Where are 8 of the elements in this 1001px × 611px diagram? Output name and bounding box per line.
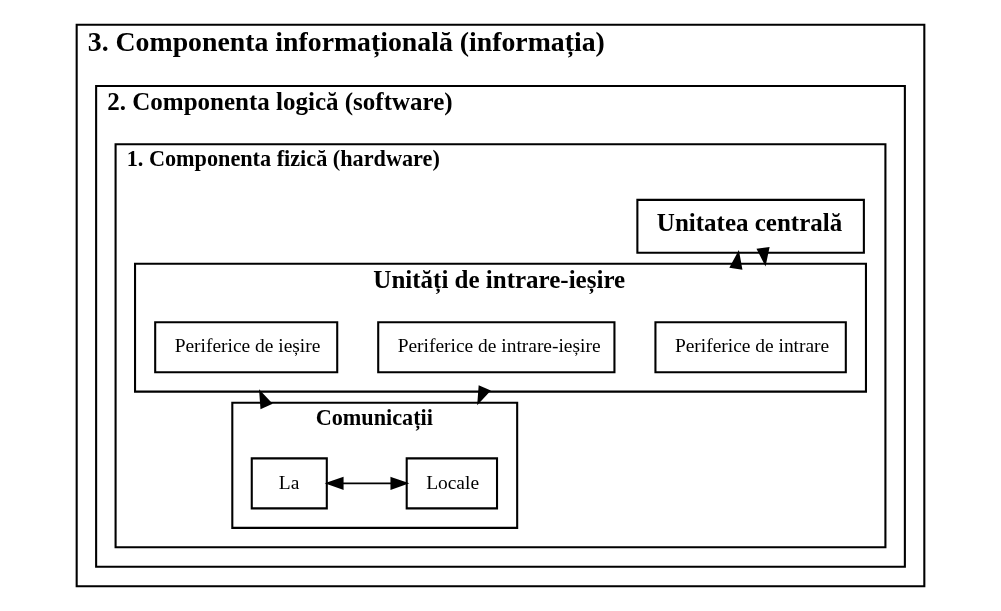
arrow — [324, 476, 410, 490]
node-box: Periferice de ieșire — [154, 321, 339, 374]
node-box: Locale — [405, 457, 499, 510]
node-box: Periferice de intrare-ieșire — [377, 321, 616, 374]
arrow — [756, 246, 770, 267]
node-box: Periferice de intrare — [654, 321, 847, 374]
node-box: La — [250, 457, 328, 510]
arrow — [729, 250, 743, 270]
